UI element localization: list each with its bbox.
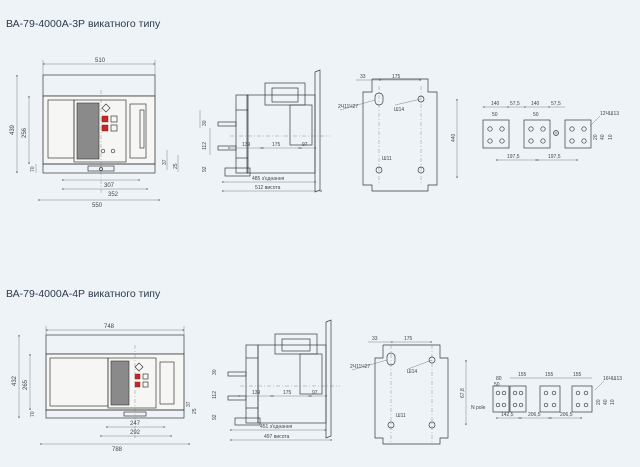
dim-92: 92 xyxy=(202,166,208,172)
terminals-3p: 140 57,5 140 57,5 50 50 12ЧШ13 40 10 20 … xyxy=(482,101,619,161)
hole-2x11x27: 2Ч11Ч27 xyxy=(338,104,358,110)
title-3p: ВА-79-4000А-3Р викатного типу xyxy=(6,18,161,30)
dim-50-b4: 50 xyxy=(494,382,500,388)
dim-142-5: 142,5 xyxy=(501,412,514,418)
dim-80: 80 xyxy=(496,376,502,382)
side-view-4p: 30 112 92 139 175 97 451 з'єднання 497 в… xyxy=(212,319,340,441)
dim-265: 265 xyxy=(23,379,29,390)
dim-139-b: 139 xyxy=(252,390,261,396)
n-pole-label: N pole xyxy=(471,405,486,411)
dim-292: 292 xyxy=(130,430,141,436)
dim-439: 439 xyxy=(10,124,16,135)
dim-748: 748 xyxy=(104,324,115,330)
dim-256: 256 xyxy=(22,127,28,138)
hole-sh11-b: Ш11 xyxy=(396,413,406,419)
terminals-4p: 80 155 155 155 50 N pole 16ЧШ13 20 40 10… xyxy=(471,372,622,419)
dim-10: 10 xyxy=(608,134,614,140)
dim-33-b: 33 xyxy=(372,336,378,342)
diamond-indicator-icon xyxy=(101,103,111,113)
hole-sh14: Ш14 xyxy=(394,107,404,113)
dim-440: 440 xyxy=(451,133,457,142)
hole-sh11: Ш11 xyxy=(382,156,392,162)
hole-2x11x27-b: 2Ч11Ч27 xyxy=(350,364,370,370)
dim-175: 175 xyxy=(272,142,281,148)
dim-30: 30 xyxy=(202,120,208,126)
dim-112: 112 xyxy=(202,142,208,150)
title-4p: ВА-79-4000А-4Р викатного типу xyxy=(6,288,161,300)
dim-30-b: 30 xyxy=(212,369,218,375)
dim-37: 37 xyxy=(162,159,168,165)
dim-206-5-a: 206,5 xyxy=(528,412,541,418)
dim-70-b: 70 xyxy=(30,411,36,417)
dim-140-a: 140 xyxy=(491,101,500,107)
dim-10-b: 10 xyxy=(610,399,616,405)
dim-307: 307 xyxy=(104,183,115,189)
dim-788: 788 xyxy=(112,447,123,453)
bolt-label-3p: 12ЧШ13 xyxy=(600,111,619,117)
front-view-4p: 748 432 265 70 37 25 247 292 788 xyxy=(12,324,198,453)
hole-sh14-b: Ш14 xyxy=(407,369,417,375)
dim-25-b: 25 xyxy=(192,408,198,414)
dim-33: 33 xyxy=(360,74,366,80)
dim-197-5-a: 197,5 xyxy=(507,154,520,160)
dim-512: 512 висота xyxy=(255,185,281,191)
dim-175-m: 175 xyxy=(392,74,401,80)
dim-352: 352 xyxy=(108,192,119,198)
front-view-3p: 510 439 256 70 37 25 307 352 550 xyxy=(10,58,179,209)
dim-97-b: 97 xyxy=(312,390,318,396)
dim-70: 70 xyxy=(30,166,36,172)
mount-3p: 33 175 2Ч11Ч27 Ш14 Ш11 440 xyxy=(338,74,458,192)
dim-485: 485 з'єднання xyxy=(252,176,285,182)
dim-206-5-b: 206,5 xyxy=(560,412,573,418)
dim-67-8: 67,8 xyxy=(460,388,466,398)
dim-57-5-a: 57,5 xyxy=(510,101,520,107)
dim-57-5-b: 57,5 xyxy=(551,101,561,107)
dim-97: 97 xyxy=(302,142,308,148)
dim-40: 40 xyxy=(600,134,606,140)
dim-92-b: 92 xyxy=(212,414,218,420)
dim-197-5-b: 197,5 xyxy=(548,154,561,160)
dim-20: 20 xyxy=(593,134,599,140)
dim-40-b: 40 xyxy=(603,399,609,405)
dim-112-b: 112 xyxy=(212,391,218,399)
side-view-3p: 30 112 92 139 175 97 485 з'єднання 512 в… xyxy=(199,69,330,193)
dim-175-m-b: 175 xyxy=(404,336,413,342)
dim-550: 550 xyxy=(92,203,103,209)
dim-451: 451 з'єднання xyxy=(260,424,293,430)
dim-175-b: 175 xyxy=(283,390,292,396)
dim-155-c: 155 xyxy=(573,372,582,378)
dim-155-a: 155 xyxy=(518,372,527,378)
dim-140-b: 140 xyxy=(531,101,540,107)
dim-510: 510 xyxy=(95,58,106,64)
bolt-label-4p: 16ЧШ13 xyxy=(603,376,622,382)
dim-37-b: 37 xyxy=(186,401,192,407)
dim-247: 247 xyxy=(130,421,141,427)
dim-50-a: 50 xyxy=(492,112,498,118)
mount-4p: 33 175 2Ч11Ч27 Ш14 Ш11 67,8 xyxy=(350,336,467,445)
dim-155-b: 155 xyxy=(545,372,554,378)
dim-25: 25 xyxy=(173,163,179,169)
dim-497: 497 висота xyxy=(264,434,290,440)
dim-432: 432 xyxy=(12,375,18,386)
dim-20-b: 20 xyxy=(596,399,602,405)
dim-50-b: 50 xyxy=(533,112,539,118)
dim-139: 139 xyxy=(242,142,251,148)
